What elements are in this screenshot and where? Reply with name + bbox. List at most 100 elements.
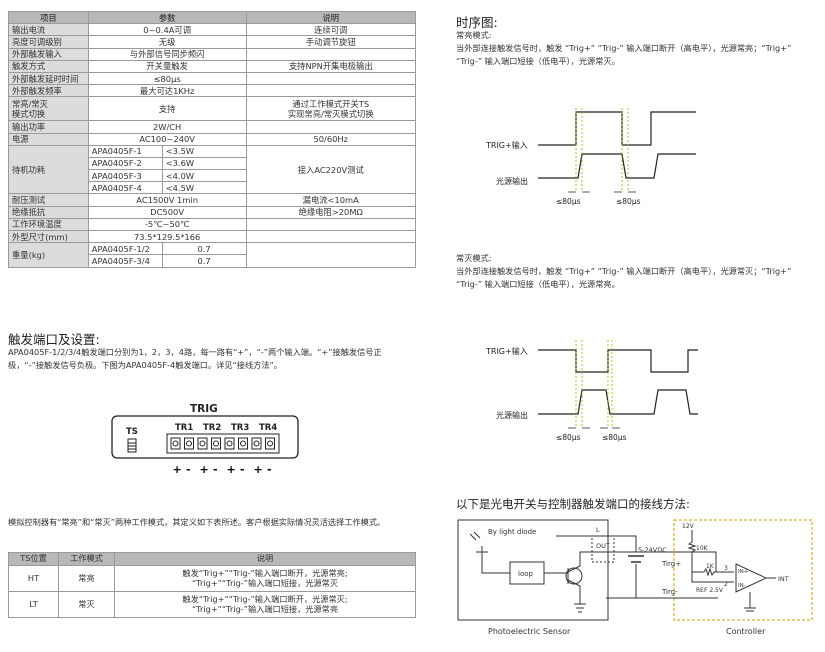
light-output-label: 光源输出: [496, 176, 528, 186]
standby-note: 接入AC220V测试: [245, 144, 416, 195]
terminal-sign: +: [173, 463, 182, 476]
spec-item: 电源: [8, 132, 89, 146]
standby-value: <4.0W: [161, 169, 247, 183]
spec-header-note: 说明: [245, 10, 416, 25]
spec-row: 外部触发延时时间≤80μs: [8, 71, 416, 86]
weight-note: [245, 242, 416, 268]
weight-value: 0.7: [161, 254, 247, 268]
trig-input-label: TRIG+输入: [486, 140, 528, 150]
spec-note: 绝缘电阻>20MΩ: [245, 205, 416, 219]
mode-table: TS位置 工作模式 说明 HT 常亮 触发“Trig+”“Trig-”输入端口断…: [8, 552, 416, 618]
l-label: L: [596, 526, 600, 534]
terminal-screw-icon: [251, 437, 262, 450]
pin2-label: 2: [724, 581, 728, 588]
standby-model: APA0405F-1: [87, 144, 163, 158]
terminal-screw-icon: [197, 437, 208, 450]
spec-note: [245, 47, 416, 61]
port-label-tr2: TR2: [203, 423, 221, 433]
terminal-block: [166, 433, 280, 454]
spec-note: 50/60Hz: [245, 132, 416, 146]
spec-item: 输出电流: [8, 23, 89, 37]
delay-label: ≤80μs: [616, 197, 641, 206]
spec-item: 触发方式: [8, 59, 89, 73]
terminal-screw-icon: [224, 437, 235, 450]
spec-param: 支持: [87, 96, 247, 122]
spec-param: AC100~240V: [87, 132, 247, 146]
trigger-section-title: 触发端口及设置:: [8, 332, 100, 347]
weight-value: 0.7: [161, 242, 247, 256]
terminal-sign: -: [240, 463, 245, 476]
mode-pos: LT: [8, 591, 59, 618]
standby-model: APA0405F-3: [87, 169, 163, 183]
output-waveform: [538, 153, 696, 179]
light-diode-icon: [476, 546, 488, 560]
out-label: OUT: [596, 542, 610, 550]
trig-minus-label: Tirg-: [661, 588, 678, 596]
in-minus-label: IN-: [738, 583, 746, 589]
mode1-text: 当外部连接触发信号时，触发 “Trig+” “Trig-” 输入端口断开（高电平…: [456, 43, 792, 66]
spec-item: 外部触发频率: [8, 84, 89, 98]
terminal-screw-icon: [211, 437, 221, 450]
mode-note: 触发“Trig+”“Trig-”输入端口断开，光源常亮;“Trig+”“Trig…: [114, 565, 416, 592]
standby-value: <3.6W: [161, 156, 247, 171]
standby-value: <4.5W: [161, 181, 247, 195]
port-label-tr4: TR4: [259, 423, 277, 433]
spec-note: [245, 217, 416, 232]
spec-param: 最大可达1KHz: [87, 84, 247, 98]
spec-param: 与外部信号同步频闪: [87, 47, 247, 61]
spec-row: 触发方式开关量触发支持NPN开集电极输出: [8, 59, 416, 73]
v12-label: 12V: [682, 523, 695, 530]
terminal-sign: +: [227, 463, 236, 476]
mode-header-note: 说明: [114, 552, 416, 566]
spec-item: 重量(kg): [8, 242, 89, 268]
mode-note-line: 触发“Trig+”“Trig-”输入端口断开，光源常亮;: [182, 568, 348, 578]
delay-label: ≤80μs: [602, 433, 627, 442]
mode-note-line: “Trig+”“Trig-”输入端口短接，光源常亮: [191, 603, 339, 614]
int-label: INT: [778, 575, 789, 583]
trig-panel-label: TRIG: [190, 403, 218, 415]
in-plus-label: IN+: [738, 569, 749, 575]
spec-row: 外型尺寸(mm)73.5*129.5*166: [8, 229, 416, 244]
terminal-sign: +: [254, 463, 263, 476]
trig-panel-diagram: TRIG TS TR1 TR2 TR3 TR4 +-+-+-+-: [111, 403, 299, 476]
spec-param: ≤80μs: [87, 71, 247, 86]
trig-input-label: TRIG+输入: [486, 346, 528, 356]
spec-note: [245, 120, 416, 134]
sensor-caption: Photoelectric Sensor: [488, 627, 571, 636]
spec-param: 0~0.4A可调: [87, 23, 247, 37]
mode-name: 常亮: [58, 565, 115, 592]
spec-note: [245, 84, 416, 98]
trigger-section-text: APA0405F-1/2/3/4触发端口分别为1，2，3，4路，每一路有“+”，…: [8, 347, 382, 370]
spec-item: 耐压测试: [8, 193, 89, 207]
mode-intro-text: 模拟控制器有“常亮”和“常灭”两种工作模式，其定义如下表所述。客户根据实际情况灵…: [8, 517, 386, 527]
mode-note: 触发“Trig+”“Trig-”输入端口断开，光源常灭;“Trig+”“Trig…: [114, 591, 416, 618]
light-output-label: 光源输出: [496, 410, 528, 420]
controller-box: [673, 519, 813, 621]
spec-item: 外部触发输入: [8, 47, 89, 61]
spec-row-standby: 待机功耗 APA0405F-1 <3.5W 接入AC220V测试: [8, 144, 416, 195]
spec-note: 通过工作模式开关TS 实现常亮/常灭模式切换: [245, 96, 416, 122]
wiring-title: 以下是光电开关与控制器触发端口的接线方法:: [456, 497, 690, 511]
mode2-label: 常灭模式:: [456, 253, 492, 263]
terminal-screw-icon: [184, 437, 194, 450]
mode-header-pos: TS位置: [8, 552, 59, 566]
spec-param: 2W/CH: [87, 120, 247, 134]
spec-item: 工作环境温度: [8, 217, 89, 232]
supply-label: 5-24VDC: [638, 546, 667, 554]
spec-param: 无级: [87, 35, 247, 49]
spec-param: 开关量触发: [87, 59, 247, 73]
ref-label: REF 2.5V: [696, 587, 724, 594]
spec-note: [245, 71, 416, 86]
port-label-tr3: TR3: [231, 423, 249, 433]
spec-note: 连续可调: [245, 23, 416, 37]
mode-header-mode: 工作模式: [58, 552, 115, 566]
standby-model: APA0405F-2: [87, 156, 163, 171]
trig-waveform: [538, 111, 696, 146]
mode-name: 常灭: [58, 591, 115, 618]
spec-item: 常亮/常灭 模式切换: [8, 96, 89, 122]
spec-param: 73.5*129.5*166: [87, 229, 247, 244]
